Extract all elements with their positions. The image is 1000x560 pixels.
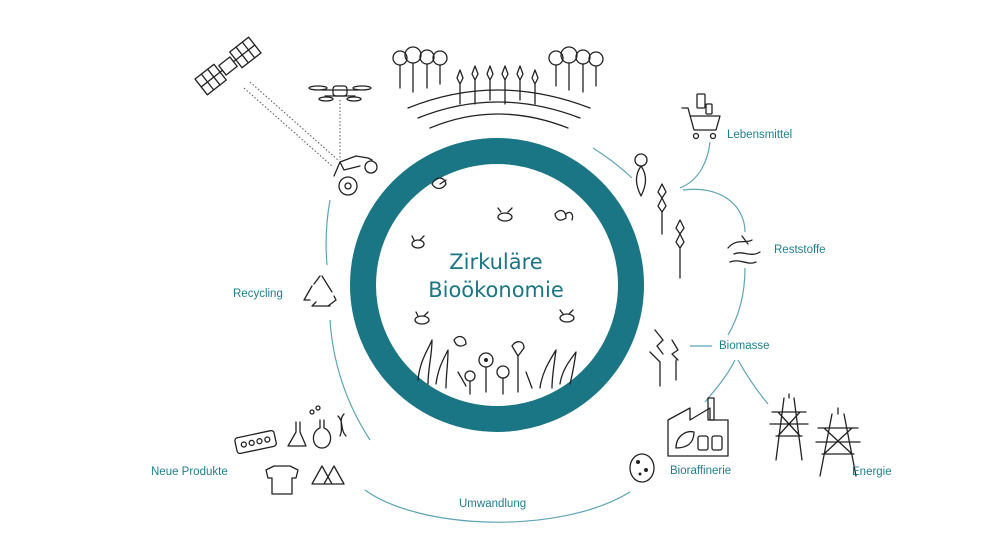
flow-biomasse-energie	[737, 359, 769, 405]
recycling-icon	[303, 275, 337, 307]
label-reststoffe: Reststoffe	[774, 244, 826, 256]
flow-arc-left	[325, 199, 331, 266]
title-line-2: Bioökonomie	[428, 278, 564, 302]
label-umwandlung: Umwandlung	[459, 498, 527, 510]
flow-reststoffe-biomasse	[727, 267, 746, 336]
label-neue-produkte: Neue Produkte	[151, 466, 228, 478]
tractor-icon	[333, 155, 378, 196]
meadow-flowers-icon	[417, 335, 577, 395]
label-recycling: Recycling	[233, 288, 283, 300]
diagram-title: Zirkuläre Bioökonomie	[400, 248, 592, 304]
drone-icon	[308, 85, 372, 160]
flow-arc-left-lower	[329, 319, 371, 441]
flow-to-reststoffe	[682, 188, 746, 233]
insect-icons	[411, 177, 575, 325]
flow-biomasse-bioraffinerie	[704, 359, 736, 403]
crop-plants-icon	[634, 153, 685, 387]
biorefinery-icon	[667, 397, 729, 457]
flow-arc-bottom	[364, 489, 631, 523]
satellite-beam-1	[249, 81, 339, 161]
main-ring	[350, 138, 644, 432]
flow-arc-top	[592, 147, 633, 179]
power-pylon-icon	[769, 393, 861, 477]
label-bioraffinerie: Bioraffinerie	[670, 465, 732, 477]
flow-to-lebensmittel	[679, 141, 711, 189]
microorganism-icon	[629, 453, 655, 483]
label-energie: Energie	[852, 466, 892, 478]
label-biomasse: Biomasse	[719, 340, 770, 352]
label-lebensmittel: Lebensmittel	[727, 129, 793, 141]
residue-icon	[727, 235, 761, 264]
product-icons	[234, 405, 347, 495]
title-line-1: Zirkuläre	[449, 250, 543, 274]
forest-field-icon	[392, 46, 604, 129]
satellite-icon	[194, 36, 262, 96]
shopping-cart-icon	[681, 93, 721, 140]
